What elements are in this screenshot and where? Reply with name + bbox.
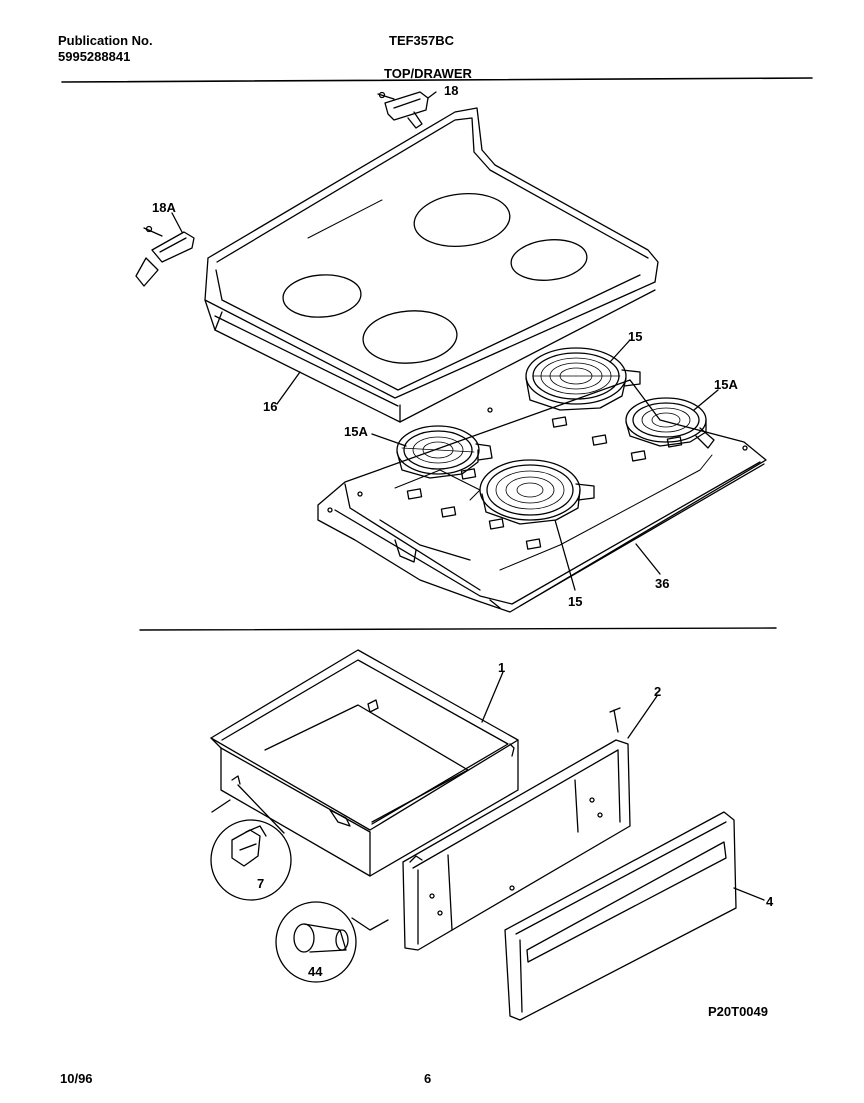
leader-4 (734, 888, 764, 900)
section-title: TOP/DRAWER (384, 66, 472, 81)
leader-15A-left (372, 434, 406, 446)
callout-16: 16 (263, 399, 277, 414)
radiant-element-front-large (480, 460, 594, 524)
callout-1: 1 (498, 660, 505, 675)
publication-label: Publication No. (58, 33, 153, 48)
callout-15A-left: 15A (344, 424, 368, 439)
leader-36 (636, 544, 660, 574)
page-number: 6 (424, 1071, 432, 1086)
drawer-body (211, 650, 518, 876)
callout-15-front: 15 (568, 594, 582, 609)
model-number: TEF357BC (389, 33, 455, 48)
header-rule (62, 78, 812, 82)
radiant-element-right-small (626, 398, 714, 448)
hinge-right (378, 92, 428, 128)
callout-18: 18 (444, 83, 458, 98)
radiant-element-left-small (397, 426, 492, 478)
callout-2: 2 (654, 684, 661, 699)
section-divider (140, 628, 776, 630)
callout-15A-right: 15A (714, 377, 738, 392)
leader-1 (482, 672, 503, 722)
roller-detail-circle (211, 785, 291, 900)
callout-4: 4 (766, 894, 774, 909)
callout-15-back: 15 (628, 329, 642, 344)
publication-number: 5995288841 (58, 49, 131, 64)
callout-36: 36 (655, 576, 669, 591)
leader-16 (277, 372, 300, 404)
cooktop-glass-top (205, 108, 658, 422)
illustration-code: P20T0049 (708, 1004, 768, 1019)
revision-date: 10/96 (60, 1071, 93, 1086)
hinge-left (136, 227, 194, 287)
stop-detail-circle (276, 902, 388, 982)
leader-15-back (610, 340, 630, 362)
callout-18A: 18A (152, 200, 176, 215)
drawer-front-panel (403, 708, 630, 950)
leader-18A (172, 213, 182, 232)
leader-15A-right (694, 390, 718, 410)
element-box-tray (318, 380, 766, 612)
callout-44: 44 (308, 964, 323, 979)
leader-15-front (555, 520, 575, 590)
leader-18 (428, 92, 436, 98)
callout-7: 7 (257, 876, 264, 891)
leader-2 (628, 696, 657, 738)
drawer-handle-panel (505, 812, 736, 1020)
radiant-element-back-large (526, 348, 640, 410)
